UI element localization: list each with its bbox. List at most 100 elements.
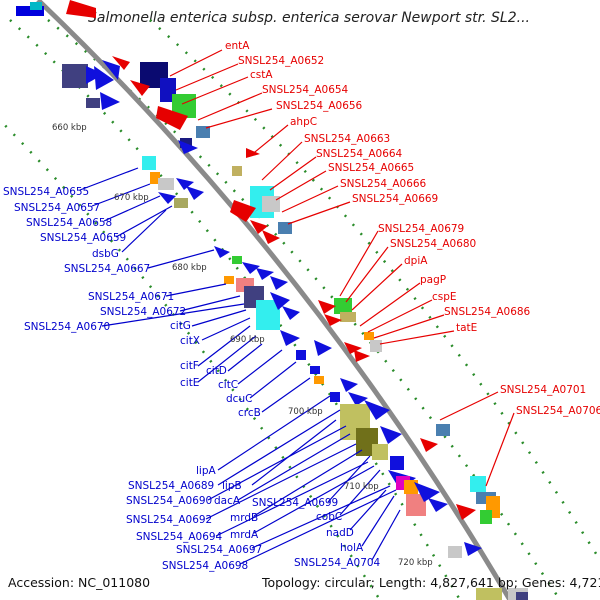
gene-feature	[16, 6, 44, 16]
gene-features	[16, 0, 528, 600]
gene-label[interactable]: SNSL254_A0657	[14, 202, 100, 214]
gene-feature	[100, 92, 120, 110]
gene-feature	[214, 246, 230, 258]
gene-feature	[370, 340, 382, 352]
gene-label[interactable]: cobC	[316, 511, 342, 523]
gene-label[interactable]: SNSL254_A0665	[328, 162, 414, 174]
gene-label[interactable]: SNSL254_A0680	[390, 238, 476, 250]
gene-label[interactable]: citC	[218, 379, 238, 391]
gene-feature	[102, 60, 120, 80]
gene-label[interactable]: SNSL254_A0656	[276, 100, 363, 112]
tick-label: 660 kbp	[52, 123, 87, 133]
gene-label[interactable]: SNSL254_A0689	[128, 480, 214, 492]
gene-label[interactable]: citD	[206, 365, 227, 377]
gene-label[interactable]: citX	[180, 335, 200, 347]
gene-label[interactable]: SNSL254_A0663	[304, 133, 390, 145]
gene-label[interactable]: dsbG	[92, 248, 119, 260]
gene-label[interactable]: citF	[180, 360, 199, 372]
gene-feature	[372, 444, 388, 460]
gene-label[interactable]: cstA	[250, 69, 273, 81]
reverse-gene-labels: SNSL254_A0655 SNSL254_A0657 SNSL254_A065…	[3, 186, 381, 572]
gene-feature	[456, 504, 476, 520]
gene-feature	[364, 332, 374, 340]
gene-feature	[224, 276, 234, 284]
gene-label[interactable]: SNSL254_A0664	[316, 148, 403, 160]
tick-label: 720 kbp	[398, 558, 433, 568]
gene-feature	[476, 588, 502, 600]
gene-feature	[296, 350, 306, 360]
gene-label[interactable]: dacA	[214, 495, 241, 507]
gene-label[interactable]: SNSL254_A0670	[24, 321, 110, 333]
gene-label[interactable]: SNSL254_A0654	[262, 84, 349, 96]
gene-label[interactable]: SNSL254_A0690	[126, 495, 212, 507]
gene-label[interactable]: tatE	[456, 322, 477, 334]
gene-label[interactable]: crcB	[238, 407, 261, 419]
gene-label[interactable]: SNSL254_A0655	[3, 186, 89, 198]
gene-feature	[232, 256, 242, 264]
genome-summary-text: Topology: circular; Length: 4,827,641 bp…	[261, 575, 600, 590]
gene-label[interactable]: lipA	[196, 465, 216, 477]
gene-feature	[262, 230, 280, 244]
gene-feature	[130, 80, 150, 96]
gene-label[interactable]: SNSL254_A0701	[500, 384, 586, 396]
kbp-ticks: 660 kbp 670 kbp 680 kbp 690 kbp 700 kbp …	[52, 123, 433, 568]
gene-label[interactable]: SNSL254_A0697	[176, 544, 262, 556]
gene-label[interactable]: SNSL254_A0698	[162, 560, 248, 572]
gene-feature	[310, 366, 320, 374]
gene-label[interactable]: SNSL254_A0671	[88, 291, 174, 303]
tick-label: 700 kbp	[288, 407, 323, 417]
gene-label[interactable]: SNSL254_A0704	[294, 557, 381, 569]
gene-feature	[428, 498, 448, 512]
gene-feature	[158, 192, 176, 204]
tick-label: 690 kbp	[230, 335, 265, 345]
gene-label[interactable]: citG	[170, 320, 191, 332]
gene-label[interactable]: mrdA	[230, 529, 259, 541]
forward-leader-lines	[169, 49, 515, 487]
gene-label[interactable]: entA	[225, 40, 250, 52]
gene-label[interactable]: cspE	[432, 291, 457, 303]
gene-feature	[280, 330, 300, 346]
gene-feature	[314, 376, 324, 384]
gene-feature	[404, 480, 418, 494]
gene-label[interactable]: lipB	[222, 480, 242, 492]
genome-backbone	[36, 0, 513, 600]
gene-label[interactable]: nadD	[326, 527, 354, 539]
gene-label[interactable]: holA	[340, 542, 364, 554]
gene-label[interactable]: SNSL254_A0699	[252, 497, 338, 509]
gene-feature	[150, 172, 160, 184]
gene-feature	[324, 314, 342, 326]
gene-label[interactable]: SNSL254_A0667	[64, 263, 150, 275]
gene-label[interactable]: SNSL254_A0694	[136, 531, 223, 543]
gene-feature	[334, 298, 352, 314]
gene-label[interactable]: citE	[180, 377, 199, 389]
gene-feature	[278, 222, 292, 234]
gene-feature	[330, 392, 340, 402]
gene-feature	[176, 178, 194, 190]
gene-label[interactable]: SNSL254_A0652	[238, 55, 324, 67]
gene-label[interactable]: SNSL254_A0679	[378, 223, 464, 235]
gene-label[interactable]: SNSL254_A0659	[40, 232, 126, 244]
tick-label: 710 kbp	[344, 482, 379, 492]
gene-label[interactable]: SNSL254_A0658	[26, 217, 112, 229]
gene-feature	[390, 456, 404, 470]
gene-feature	[86, 98, 100, 108]
gene-feature	[142, 156, 156, 170]
gene-label[interactable]: mrdB	[230, 512, 258, 524]
gene-feature	[156, 106, 188, 130]
gene-feature	[344, 342, 362, 354]
gene-label[interactable]: SNSL254_A0669	[352, 193, 438, 205]
gene-label[interactable]: ahpC	[290, 116, 317, 128]
gene-feature	[480, 510, 492, 524]
gene-label[interactable]: SNSL254_A0672	[100, 306, 186, 318]
gene-feature	[448, 546, 462, 558]
gene-feature	[62, 64, 88, 88]
gene-feature	[180, 138, 192, 148]
gene-label[interactable]: pagP	[420, 274, 446, 286]
gene-label[interactable]: SNSL254_A0686	[444, 306, 531, 318]
gene-label[interactable]: SNSL254_A0666	[340, 178, 427, 190]
gene-label[interactable]: dpiA	[404, 255, 428, 267]
gene-label[interactable]: SNSL254_A0692	[126, 514, 212, 526]
gene-feature	[230, 200, 256, 222]
gene-label[interactable]: SNSL254_A0706	[516, 405, 600, 417]
gene-label[interactable]: dcuC	[226, 393, 252, 405]
